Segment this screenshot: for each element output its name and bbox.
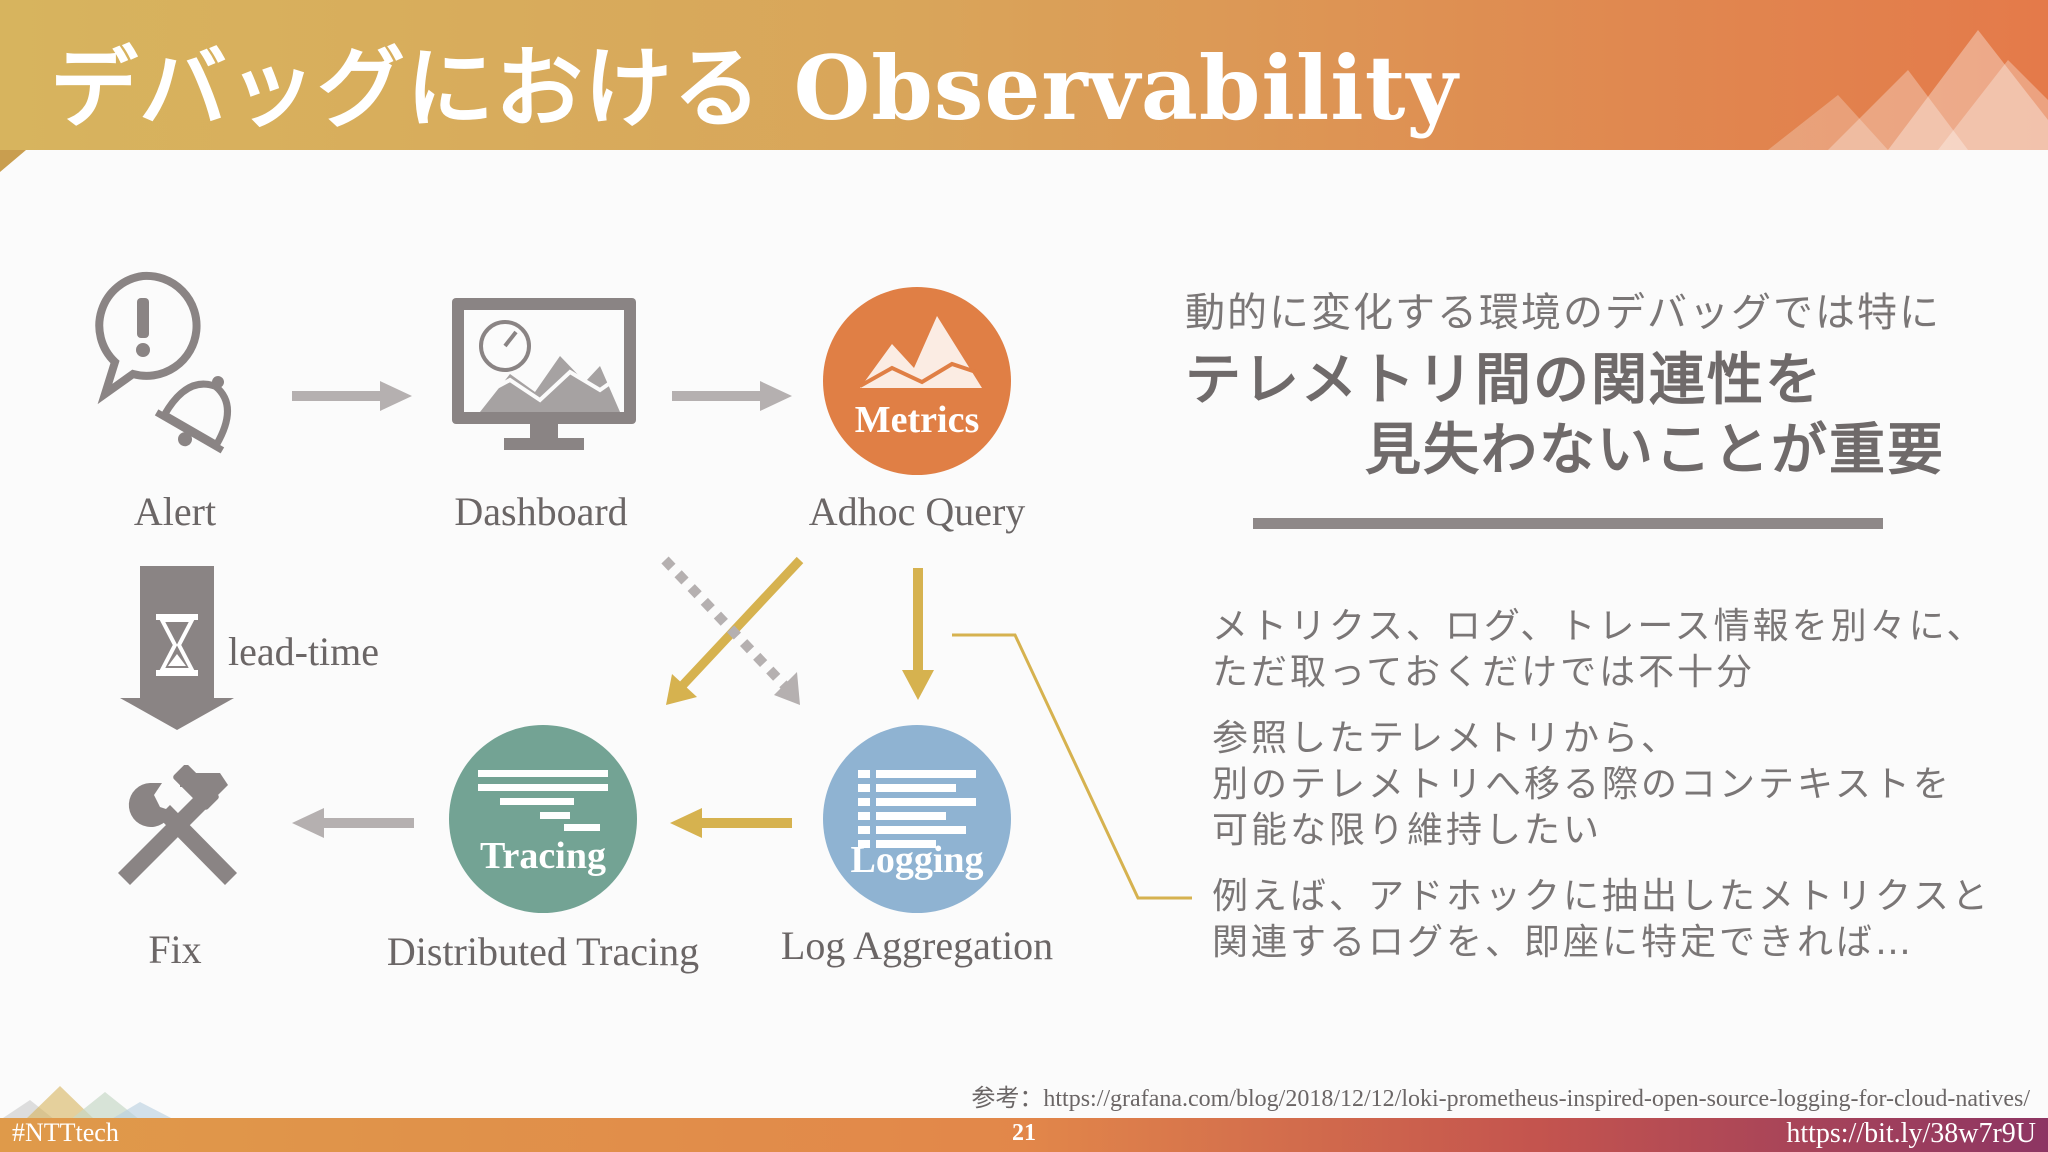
paragraph-2: 参照したテレメトリから、 別のテレメトリへ移る際のコンテキストを 可能な限り維持… [1212, 716, 1952, 854]
dashboard-monitor-icon [450, 296, 638, 454]
paragraph-1-line-1: メトリクス、ログ、トレース情報を別々に、 [1212, 604, 1986, 650]
log-aggregation-label: Log Aggregation [717, 922, 1117, 969]
paragraph-2-line-1: 参照したテレメトリから、 [1212, 716, 1952, 762]
footer-hashtag: #NTTtech [12, 1118, 119, 1148]
logging-icon [822, 724, 1012, 914]
paragraph-1: メトリクス、ログ、トレース情報を別々に、 ただ取っておくだけでは不十分 [1212, 604, 1986, 696]
paragraph-3-line-1: 例えば、アドホックに抽出したメトリクスと [1212, 874, 1991, 920]
lead-time-label: lead-time [228, 628, 379, 675]
paragraph-1-line-2: ただ取っておくだけでは不十分 [1212, 650, 1986, 696]
fix-label: Fix [75, 926, 275, 973]
paragraph-2-line-3: 可能な限り維持したい [1212, 808, 1952, 854]
alert-bell-icon [85, 268, 265, 458]
footer-mountain-decoration [0, 1080, 200, 1120]
arrow-logging-tracing [670, 808, 792, 838]
divider [1253, 518, 1883, 529]
tracing-icon [448, 724, 638, 914]
emphasis-line-1: テレメトリ間の関連性を [1185, 335, 1823, 416]
arrow-adhoc-logging [902, 568, 934, 700]
arrow-tracing-fix [292, 808, 414, 838]
alert-label: Alert [75, 488, 275, 535]
footer-url: https://bit.ly/38w7r9U [1786, 1118, 2036, 1150]
dashboard-label: Dashboard [391, 488, 691, 535]
arrow-alert-dashboard [292, 381, 412, 411]
metrics-icon [822, 286, 1012, 476]
reference-link: 参考：https://grafana.com/blog/2018/12/12/l… [971, 1078, 2030, 1113]
metrics-label: Metrics [817, 398, 1017, 442]
emphasis-line-2: 見失わないことが重要 [1365, 405, 1945, 486]
fix-tools-icon [110, 765, 245, 890]
hourglass-icon [152, 612, 202, 678]
tracing-label: Tracing [443, 834, 643, 878]
logging-label: Logging [817, 838, 1017, 882]
paragraph-3-line-2: 関連するログを、即座に特定できれば… [1212, 920, 1991, 966]
page-number: 21 [1012, 1120, 1036, 1147]
intro-text: 動的に変化する環境のデバッグでは特に [1185, 280, 1941, 338]
paragraph-3: 例えば、アドホックに抽出したメトリクスと 関連するログを、即座に特定できれば… [1212, 874, 1991, 966]
adhoc-query-label: Adhoc Query [767, 488, 1067, 535]
arrow-dashboard-adhoc [672, 381, 792, 411]
distributed-tracing-label: Distributed Tracing [343, 928, 743, 975]
paragraph-2-line-2: 別のテレメトリへ移る際のコンテキストを [1212, 762, 1952, 808]
